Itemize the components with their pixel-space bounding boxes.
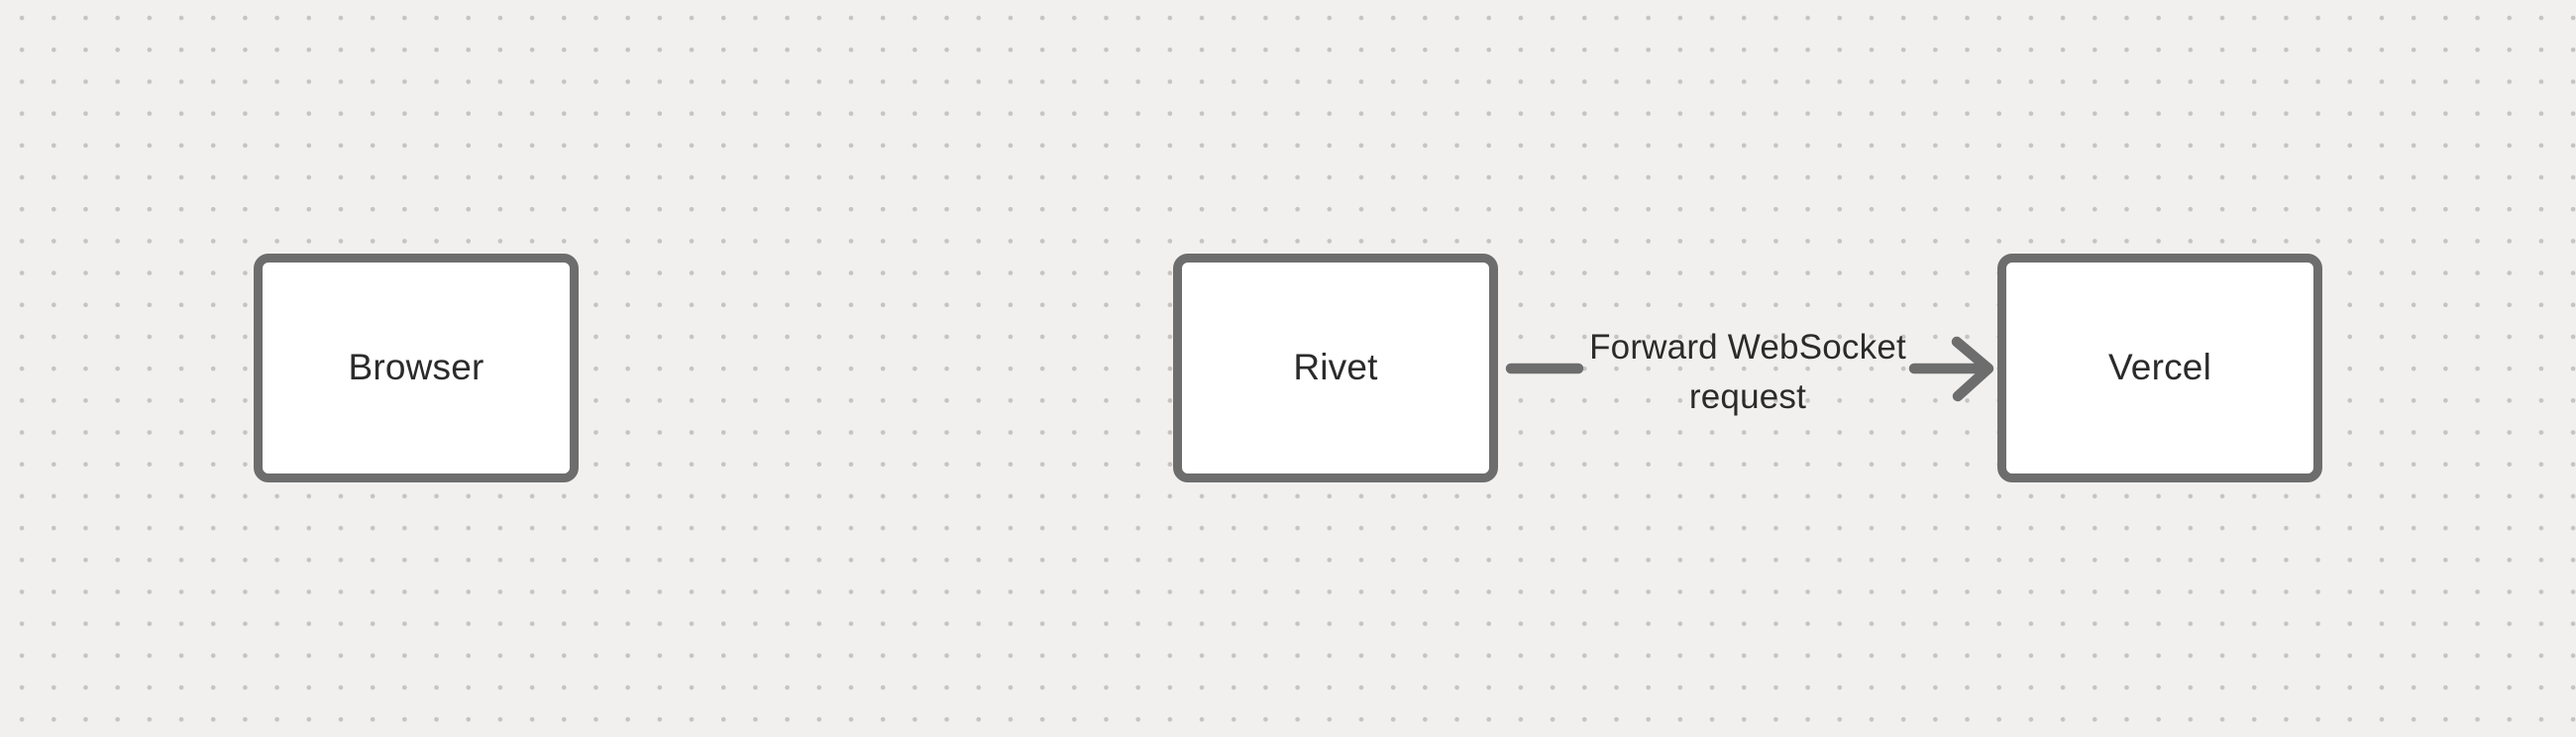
arrowhead-icon: [1951, 336, 1994, 402]
node-browser-label: Browser: [348, 347, 484, 388]
node-vercel-label: Vercel: [2107, 347, 2212, 388]
edge-label[interactable]: Forward WebSocket request: [1589, 323, 1906, 422]
edge-label-line-1: Forward WebSocket: [1589, 328, 1906, 367]
node-rivet[interactable]: Rivet: [1173, 254, 1498, 482]
node-rivet-label: Rivet: [1293, 347, 1378, 388]
node-browser[interactable]: Browser: [254, 254, 579, 482]
node-vercel[interactable]: Vercel: [1997, 254, 2322, 482]
edge-rivet-vercel[interactable]: [1476, 317, 2001, 420]
edge-label-line-2: request: [1688, 377, 1807, 416]
